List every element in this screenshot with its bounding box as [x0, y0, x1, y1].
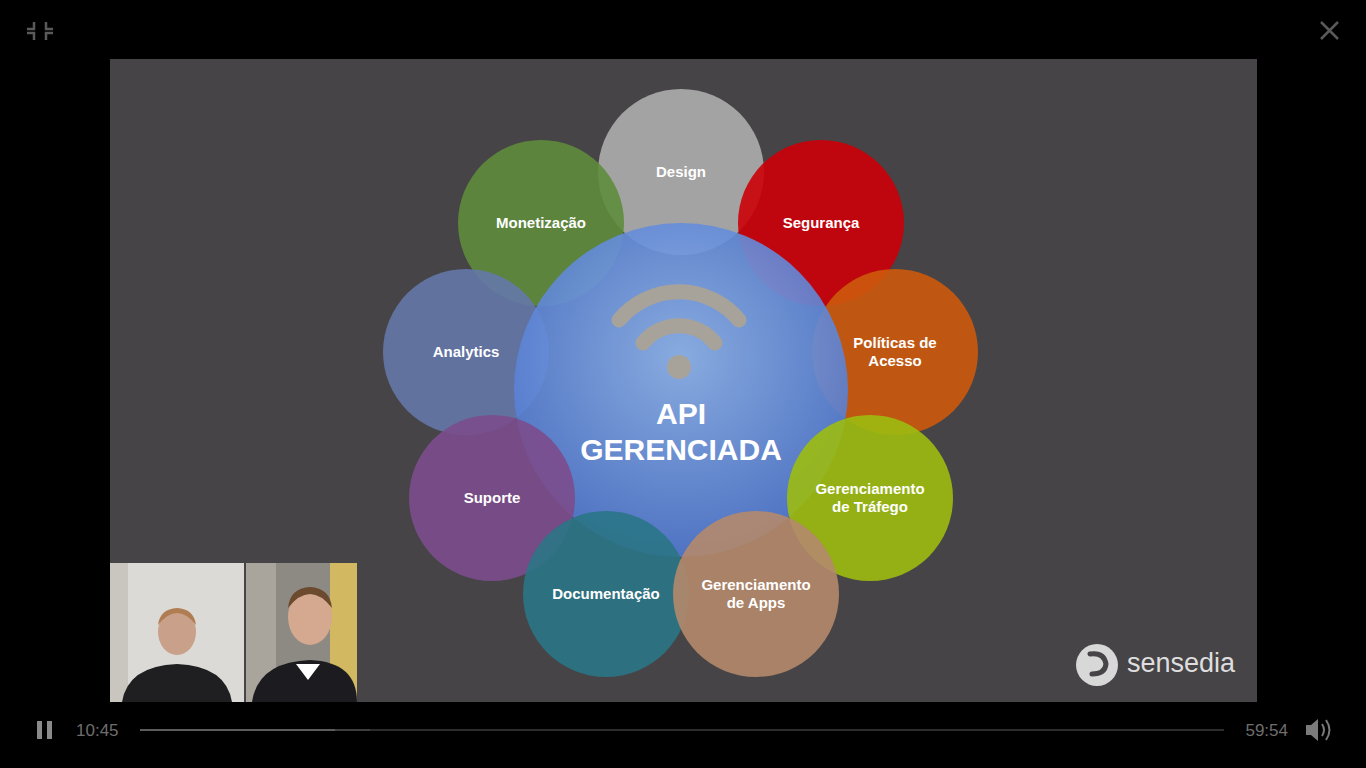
exit-fullscreen-icon — [27, 22, 53, 40]
feature-circle: Gerenciamento de Apps — [673, 511, 839, 677]
progress-played — [140, 729, 335, 731]
circle-shape — [523, 511, 689, 677]
slide-ground — [110, 59, 1257, 702]
center-title: API GERENCIADA — [576, 396, 786, 468]
feature-label: Documentação — [552, 585, 660, 603]
feature-label: Gerenciamento de Tráfego — [805, 480, 935, 516]
feature-circle: Documentação — [523, 511, 689, 677]
feature-label: Políticas de Acesso — [835, 334, 955, 370]
feature-label: Segurança — [783, 214, 860, 232]
volume-icon — [1306, 719, 1330, 741]
wifi-arcs — [619, 292, 739, 343]
wifi-dot — [667, 355, 691, 379]
feature-label: Analytics — [433, 343, 500, 361]
elapsed-time: 10:45 — [76, 722, 119, 739]
total-time: 59:54 — [1245, 722, 1288, 739]
feature-label: Gerenciamento de Apps — [691, 576, 821, 612]
progress-buffered — [140, 729, 370, 731]
webcam-inset — [110, 563, 357, 702]
feature-label: Suporte — [464, 489, 521, 507]
feature-label: Monetização — [496, 214, 586, 232]
progress-track — [140, 729, 1224, 731]
pause-icon — [37, 721, 52, 739]
close-icon — [1321, 22, 1338, 39]
sensedia-logo-icon — [1076, 644, 1118, 686]
feature-label: Design — [656, 163, 706, 181]
logo-wordmark: sensedia — [1127, 650, 1235, 677]
circle-shape — [673, 511, 839, 677]
